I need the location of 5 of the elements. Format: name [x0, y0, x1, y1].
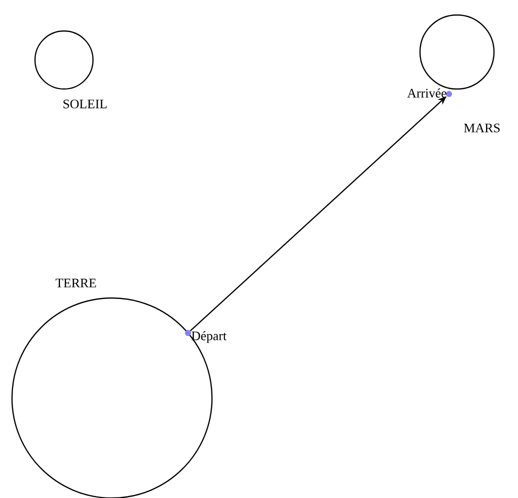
- planet-name: TERRE: [56, 278, 96, 288]
- planet-name: MARS: [464, 124, 500, 132]
- point-label: Départ: [192, 331, 226, 343]
- point-label: Arrivée: [407, 88, 446, 98]
- planet-name: SOLEIL: [63, 100, 107, 108]
